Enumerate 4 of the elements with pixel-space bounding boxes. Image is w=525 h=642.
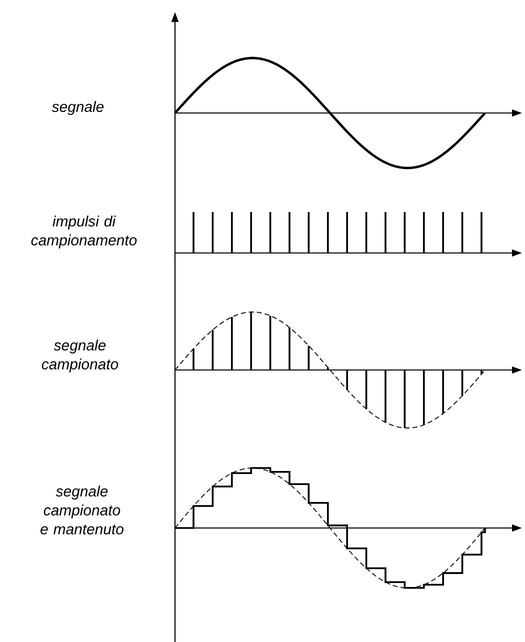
signal-label: impulsi di campionamento <box>31 216 137 248</box>
signal-label: segnale campionato <box>42 340 118 372</box>
signal-label: segnale <box>52 101 104 115</box>
signal-label: segnale campionato e mantenuto <box>40 486 124 534</box>
